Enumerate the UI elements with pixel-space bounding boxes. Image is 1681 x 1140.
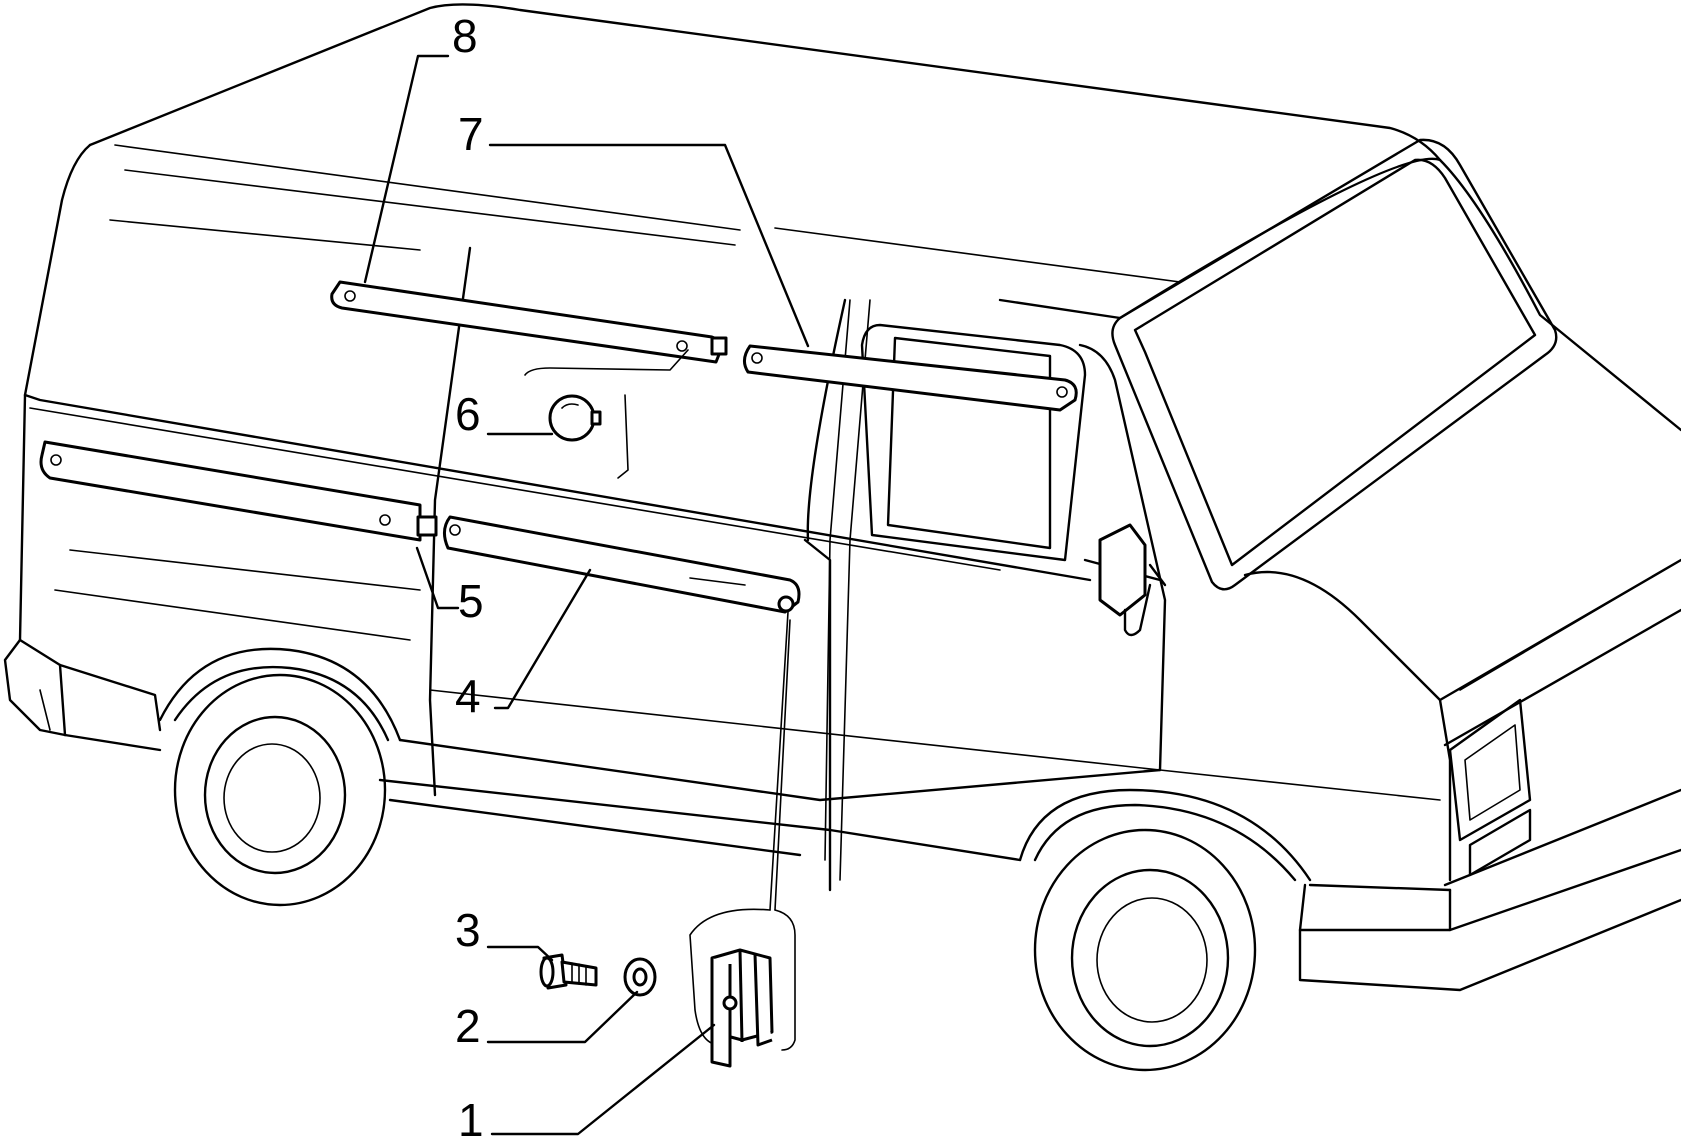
- callout-2: 2: [455, 1000, 481, 1052]
- part-4-lower-door-trim: [443, 515, 801, 614]
- part-8-upper-rear-trim: [330, 280, 728, 364]
- rear-wheel: [158, 647, 402, 907]
- van-body: [3, 3, 1681, 992]
- callout-8: 8: [452, 10, 478, 62]
- callout-1: 1: [458, 1094, 484, 1140]
- callout-7: 7: [458, 108, 484, 160]
- front-wheel: [1018, 788, 1312, 1072]
- callout-6: 6: [455, 388, 481, 440]
- clip-detail-bracket: [689, 611, 796, 1051]
- callout-labels: 8 7 6 5 4 3 2 1: [452, 10, 484, 1140]
- part-2-washer: [623, 957, 657, 997]
- leader-lines: [363, 54, 810, 1136]
- part-3-screw: [539, 953, 598, 990]
- callout-5: 5: [458, 575, 484, 627]
- part-6-clip-cap: [524, 349, 689, 479]
- part-1-clip: [710, 948, 774, 1068]
- callout-4: 4: [455, 670, 481, 722]
- callout-3: 3: [455, 904, 481, 956]
- part-7-upper-front-trim: [743, 344, 1078, 412]
- part-5-lower-rear-trim: [39, 440, 438, 542]
